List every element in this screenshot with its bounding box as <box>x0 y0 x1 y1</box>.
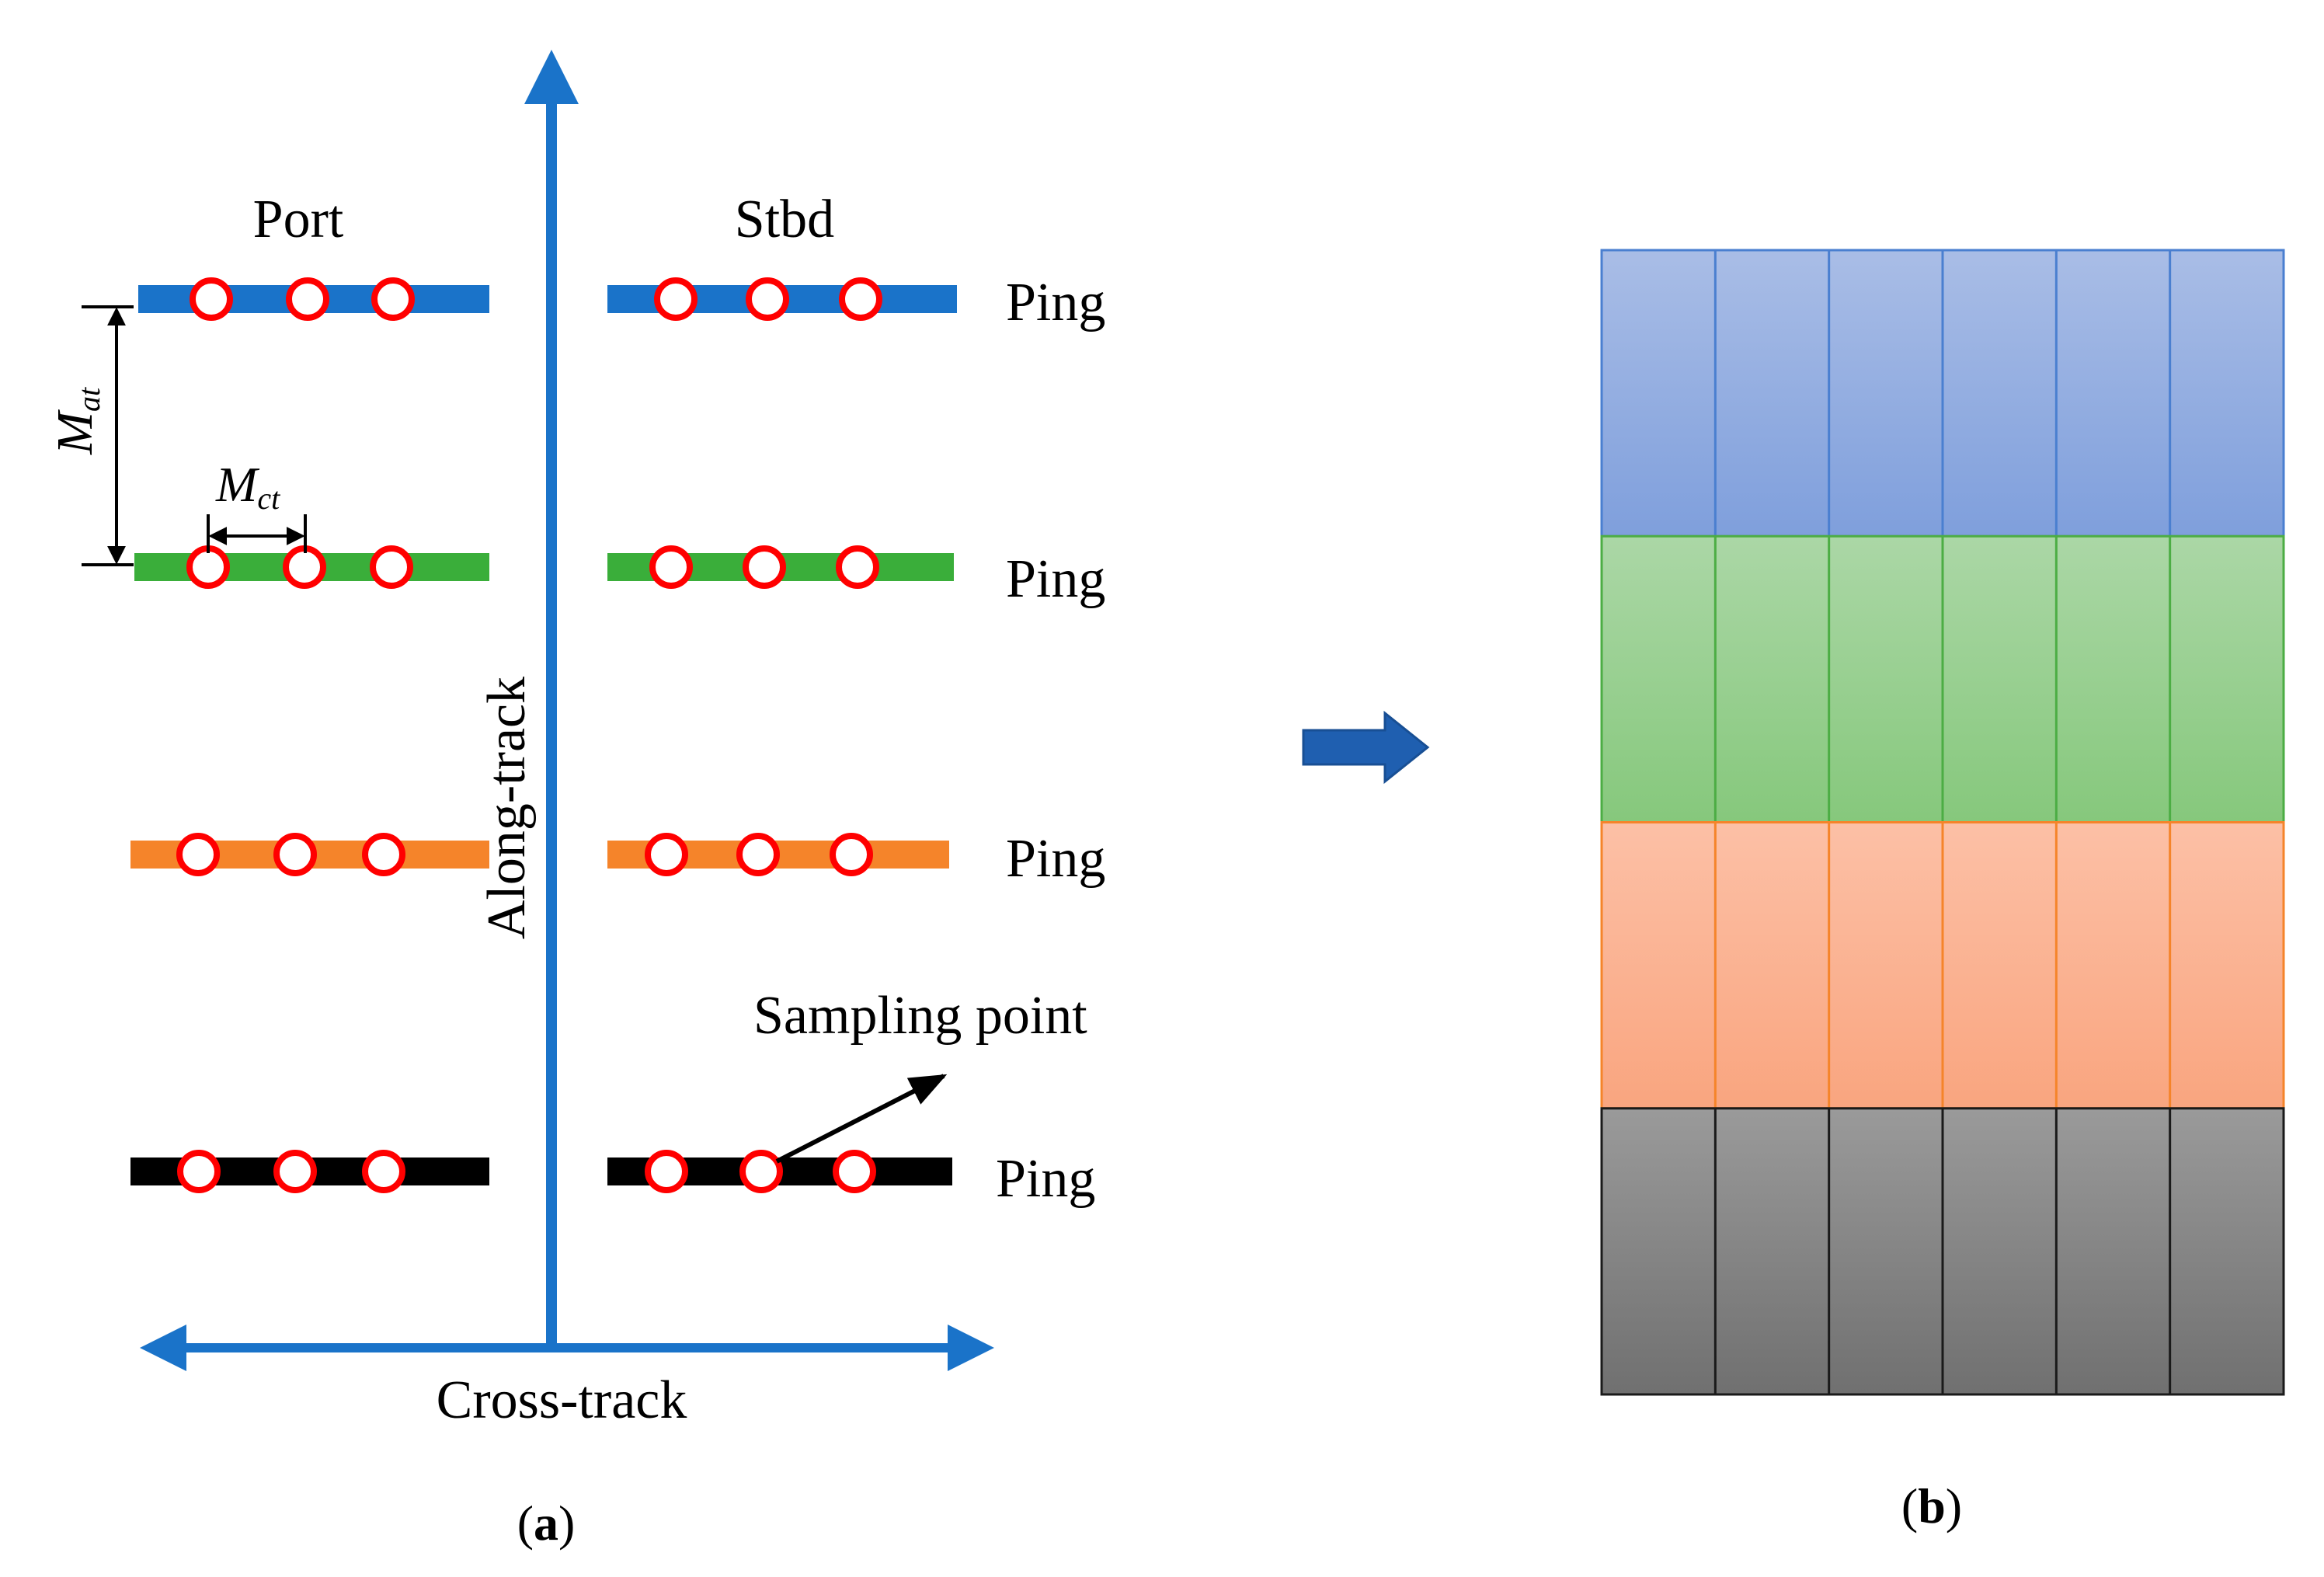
sampling-point-port-4-3 <box>362 1150 405 1193</box>
m-ct-symbol: Mct <box>215 457 280 516</box>
svg-text:Mat: Mat <box>47 387 106 455</box>
m-at-main: M <box>47 409 103 455</box>
ping-label-4: Ping <box>996 1149 1095 1209</box>
sampling-point-port-3-2 <box>273 833 317 876</box>
caption-b-letter: b <box>1918 1478 1946 1533</box>
sampling-point-stbd-4-2 <box>739 1150 783 1193</box>
sampling-point-stbd-3-3 <box>830 833 873 876</box>
sampling-point-stbd-2-3 <box>836 545 879 589</box>
sampling-point-stbd-2-2 <box>743 545 786 589</box>
sampling-point-port-3-1 <box>176 833 220 876</box>
sampling-point-port-2-1 <box>186 545 230 589</box>
ping-label-3: Ping <box>1006 829 1105 889</box>
sampling-point-port-1-3 <box>371 277 415 321</box>
caption-b: (b) <box>1901 1478 1962 1533</box>
image-grid <box>1600 249 2285 1396</box>
sampling-point-stbd-4-3 <box>833 1150 876 1193</box>
sampling-point-stbd-3-1 <box>645 833 688 876</box>
sampling-point-stbd-1-1 <box>654 277 698 321</box>
caption-b-open: ( <box>1901 1478 1918 1533</box>
sampling-point-port-4-2 <box>273 1150 317 1193</box>
stbd-label: Stbd <box>735 190 834 249</box>
along-track-label: Along-track <box>477 677 537 939</box>
cross-track-label: Cross-track <box>437 1370 687 1430</box>
ping-label-1: Ping <box>1006 273 1105 332</box>
ping-label-2: Ping <box>1006 549 1105 609</box>
panel-b: (b) <box>1600 249 2285 1533</box>
sampling-point-stbd-2-1 <box>649 545 693 589</box>
caption-a-open: ( <box>517 1495 534 1551</box>
caption-b-close: ) <box>1946 1478 1962 1533</box>
caption-a-close: ) <box>558 1495 575 1551</box>
m-ct-subscript: ct <box>257 481 280 516</box>
caption-a-letter: a <box>534 1495 558 1551</box>
sampling-point-pointer <box>775 1074 948 1164</box>
transform-arrow <box>1302 710 1430 785</box>
m-at-subscript: at <box>71 387 106 412</box>
sampling-point-stbd-1-2 <box>746 277 789 321</box>
m-at-symbol: Mat <box>47 387 106 455</box>
sampling-point-stbd-3-2 <box>736 833 780 876</box>
port-label: Port <box>253 190 344 249</box>
sampling-point-port-2-3 <box>370 545 413 589</box>
m-ct-main: M <box>215 457 260 512</box>
sampling-point-label: Sampling point <box>753 986 1087 1046</box>
sampling-point-stbd-1-3 <box>839 277 882 321</box>
sampling-point-port-3-3 <box>362 833 405 876</box>
ping-lines <box>130 277 957 1193</box>
panel-a: Port Stbd Ping Ping Ping Ping Along-trac… <box>47 50 1105 1551</box>
sampling-point-port-2-2 <box>283 545 326 589</box>
sampling-point-stbd-4-1 <box>645 1150 688 1193</box>
caption-a: (a) <box>517 1495 576 1551</box>
sampling-point-port-1-2 <box>286 277 329 321</box>
sampling-point-port-1-1 <box>190 277 233 321</box>
sampling-point-port-4-1 <box>177 1150 221 1193</box>
